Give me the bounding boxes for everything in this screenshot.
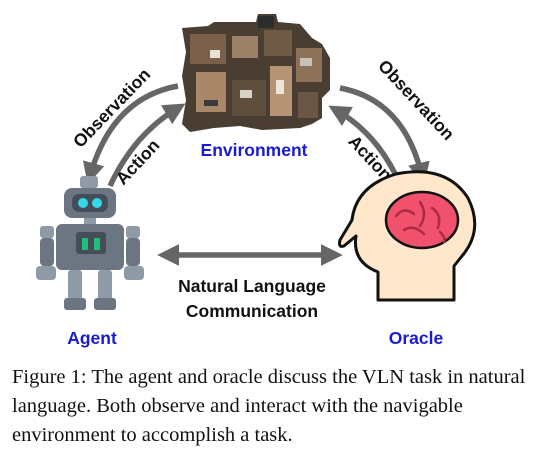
action-arrow-left [107, 103, 186, 188]
robot-agent-icon [36, 176, 144, 310]
observation-arrow-right [339, 85, 430, 185]
communication-label-line1: Natural Language [178, 276, 326, 296]
oracle-label: Oracle [389, 328, 444, 348]
communication-label-line2: Communication [186, 301, 318, 321]
figure-caption: Figure 1: The agent and oracle discuss t… [12, 366, 526, 446]
oracle-head-icon [338, 170, 477, 302]
environment-floorplan-image [182, 14, 330, 132]
agent-label: Agent [67, 328, 117, 348]
observation-label-right: Observation [374, 56, 458, 144]
vln-diagram: Environment Observation Action Observati… [36, 14, 477, 348]
environment-label: Environment [201, 140, 308, 160]
observation-arrow-left [83, 83, 179, 185]
